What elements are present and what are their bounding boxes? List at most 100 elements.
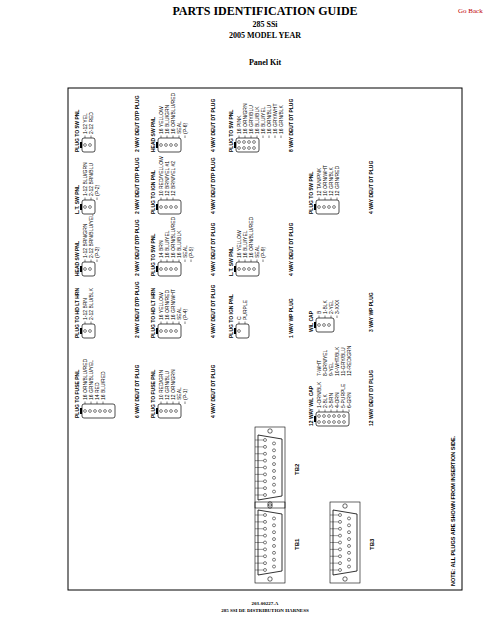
wire-label: 8-ORN/YEL [322, 350, 328, 376]
wire-label: 16 BLU/BLK [254, 106, 260, 134]
wire-label: 16 ORN/BLU/RED [248, 217, 254, 258]
wire-tick [281, 136, 282, 139]
wire-tick [173, 260, 174, 263]
harness-name: 285 SSI DE DISTRIBUTION HARNESS [30, 608, 495, 613]
wire-label: (P-2) [94, 185, 100, 196]
plug-type: 6 WAY DEUT DT PLUG [134, 365, 140, 418]
wire-tick [167, 198, 168, 201]
plug-heading: W/L CAP [308, 311, 314, 332]
wire-tick [245, 322, 246, 325]
plug-type: 4 WAY DEUT DT PLUG [210, 285, 216, 338]
plug-heading: PLUG TO FUSE PNL [150, 370, 156, 418]
wire-tick [325, 198, 326, 201]
wire-label: 12 GRN/RED [334, 166, 340, 196]
wire-tick [191, 260, 192, 263]
wire-label: C [236, 316, 242, 320]
plug-heading: 12 WAY W/L CAP [308, 386, 314, 426]
wire-tick [97, 198, 98, 201]
wire-tick [91, 198, 92, 201]
wire-label: 16 BLU/YEL [164, 230, 170, 258]
plug-symbol [156, 324, 181, 338]
plug-symbol [234, 262, 259, 276]
plug-heading: PLUG TO HD LT HRN [74, 288, 80, 338]
wire-label: SEAL [254, 245, 260, 258]
plug-type: 2 WAY DEUT DTP PLUG [134, 157, 140, 214]
wire-label: 10-WHT/BLK [334, 347, 340, 376]
wire-tick [161, 322, 162, 325]
wire-tick [173, 402, 174, 405]
plug-heading: PLUG TO 5W PNL [228, 110, 234, 152]
plug-symbol [156, 262, 181, 276]
plug-heading: PLUG TO IGN PNL [150, 170, 156, 214]
wire-label: 12 ORN/GRN [170, 369, 176, 400]
wire-label: 6-GRN [346, 392, 352, 408]
wire-label: 5-PURPLE [340, 384, 346, 408]
wire-label: 16 GRN/BLK [278, 105, 284, 134]
wire-label: SEAL [176, 307, 182, 320]
terminal-block-name: TB1 [294, 539, 300, 550]
wire-label: 1-BLK [322, 300, 328, 314]
plug-type: 4 WAY DEUT DT PLUG [210, 223, 216, 276]
wire-label: 1-12 BLU/GRN [82, 162, 88, 196]
wire-tick [91, 402, 92, 405]
plug-heading: L.T. SW PNL [228, 247, 234, 276]
wire-label: 16 ORN/RED [164, 290, 170, 320]
panel-border [68, 88, 462, 590]
wire-tick [179, 402, 180, 405]
wire-tick [173, 322, 174, 325]
wire-label: 14 RED [94, 382, 100, 400]
wire-tick [185, 260, 186, 263]
wire-label: 12 TAN/PNK [316, 168, 322, 196]
wire-label: (P-1) [182, 389, 188, 400]
wire-label: 3-BRN [328, 393, 334, 408]
wire-label: 16 ORN/GRN [242, 103, 248, 134]
terminal-block-name: TB2 [294, 464, 300, 475]
plug-symbol [80, 404, 115, 418]
back-link: Go Back [458, 7, 483, 15]
plug-symbol [156, 404, 181, 418]
terminal-block [255, 427, 285, 508]
wire-tick [239, 260, 240, 263]
wire-tick [331, 198, 332, 201]
wire-label: 16 ORN/BLU/RED [170, 217, 176, 258]
wire-tick [179, 260, 180, 263]
wire-tick [245, 260, 246, 263]
wire-tick [331, 316, 332, 319]
wire-label: 16 GRN/WHT [170, 289, 176, 320]
wire-label: 1-12 YEL [82, 113, 88, 134]
wire-label: (P-3) [94, 247, 100, 258]
wire-label: 16 ORN/BLU [266, 105, 272, 134]
wire-label: B [316, 311, 322, 314]
plug-symbol [314, 318, 334, 332]
wire-label: 16 BLU/YEL [242, 230, 248, 258]
wire-label: 4-ORN [334, 392, 340, 408]
wire-tick [319, 316, 320, 319]
wire-label: 2-12 BRN/BLU [88, 163, 94, 196]
plug-type: 4 WAY DEUT DT PLUG [288, 223, 294, 276]
wire-label: 2-BLK [322, 394, 328, 408]
wire-label: 14 BRN [158, 240, 164, 258]
wire-tick [185, 136, 186, 139]
plug-type: 2 WAY DEUT DTP PLUG [134, 219, 140, 276]
wire-label: 10 RED/GRN [158, 370, 164, 400]
wire-tick [161, 402, 162, 405]
plug-symbol [80, 138, 95, 152]
wire-tick [239, 322, 240, 325]
wire-tick [97, 260, 98, 263]
terminal-block [330, 502, 360, 583]
plug-type: 4 WAY DEUT DT PLUG [210, 365, 216, 418]
wire-tick [167, 260, 168, 263]
wire-label: 16 GRY/BLU [248, 105, 254, 134]
wire-label: 16 PINK [236, 115, 242, 134]
plug-symbol [80, 200, 95, 214]
wire-label: 12 BRN/YEL #1 [164, 161, 170, 196]
page-title: PARTS IDENTIFICATION GUIDE [30, 4, 495, 19]
wire-label: 2-12 BRN/BLU/YEL [88, 214, 94, 258]
plug-type: 12 WAY DEUT DT PLUG [368, 370, 374, 426]
wire-tick [167, 322, 168, 325]
wire-label: 16 GRY/WHT [272, 104, 278, 134]
plug-type: 4 WAY DEUT DT PLUG [368, 161, 374, 214]
wire-label: 16 YELLOW [158, 106, 164, 134]
plug-type: 2 WAY DEUT DTP PLUG [134, 281, 140, 338]
wire-label: 1-ORN/BLK [316, 382, 322, 408]
